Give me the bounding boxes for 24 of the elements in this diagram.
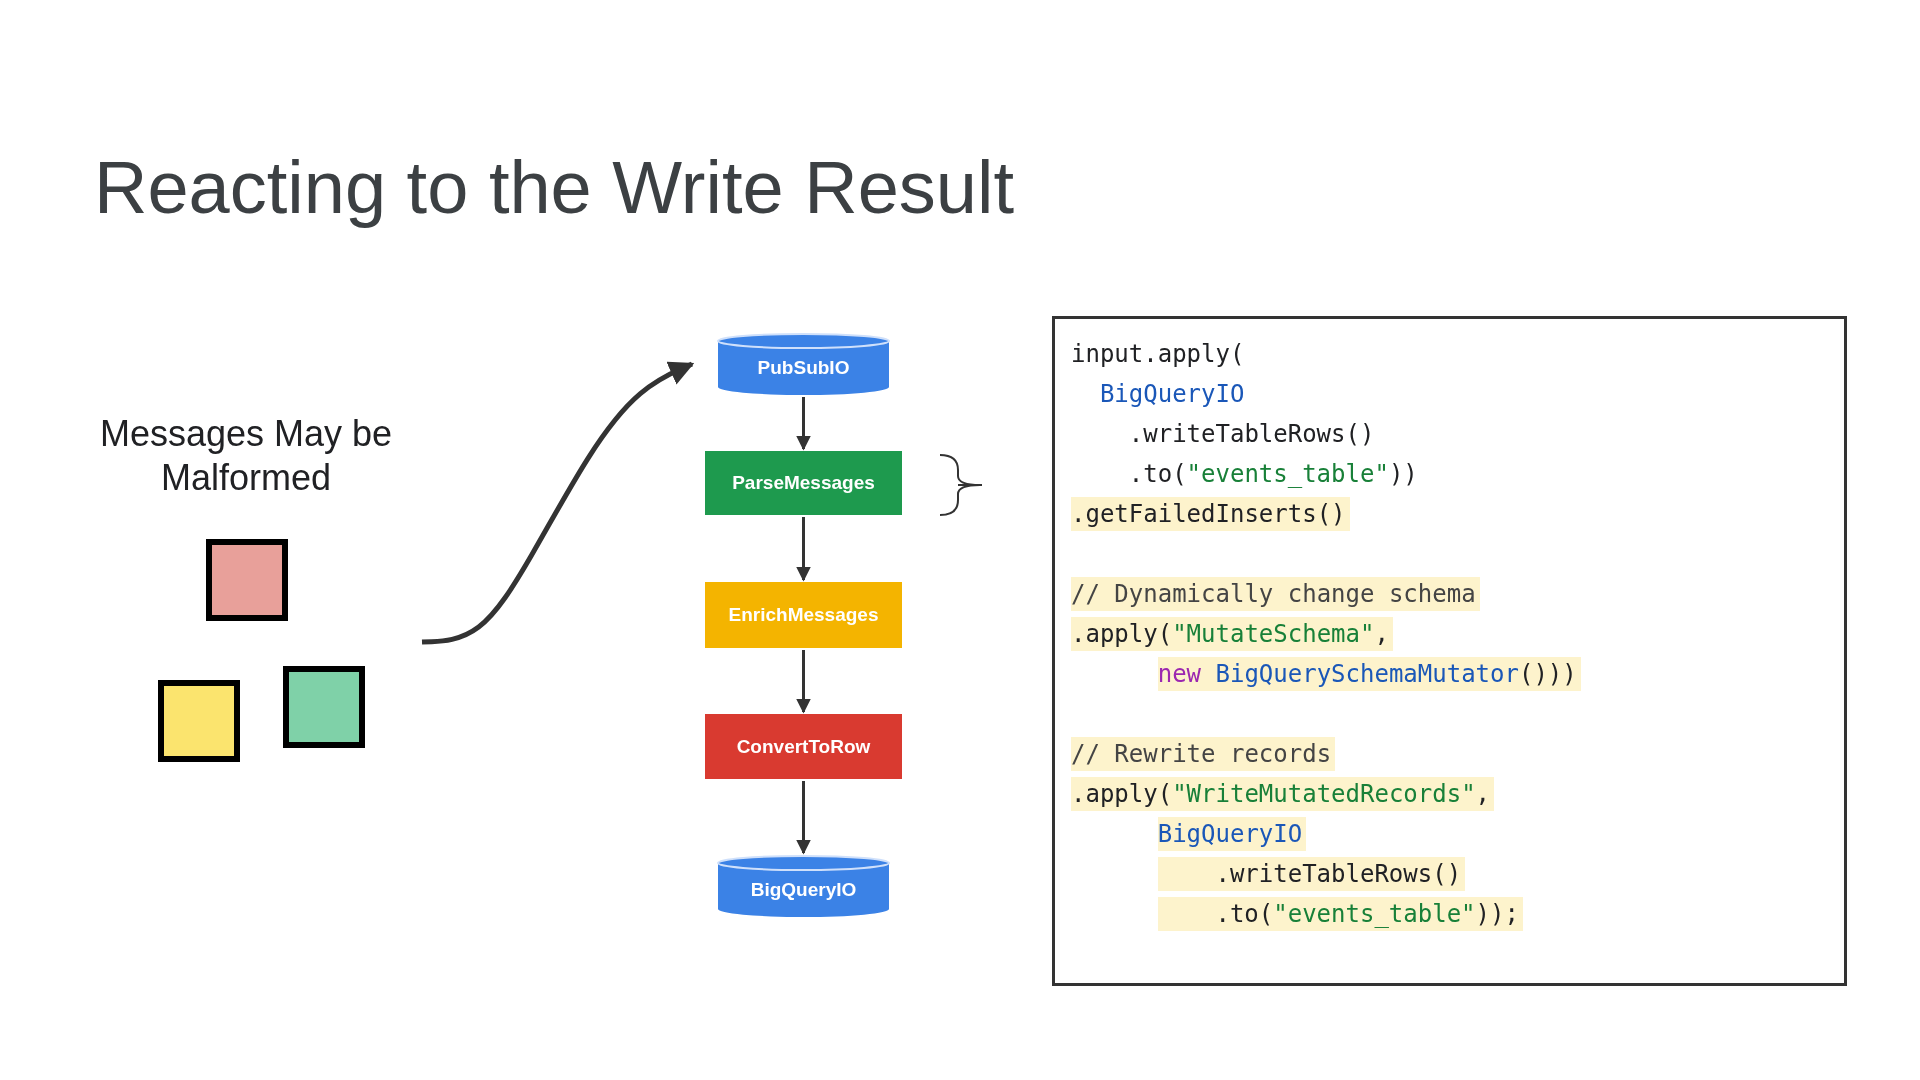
caption-text: Messages May be Malformed (98, 412, 394, 500)
message-square (206, 539, 288, 621)
arrow (796, 397, 811, 451)
message-square (158, 680, 240, 762)
arrow (796, 650, 811, 714)
node-label: EnrichMessages (728, 604, 879, 626)
process-box (705, 451, 902, 515)
message-square (283, 666, 365, 748)
process-box (705, 714, 902, 779)
node-label: ConvertToRow (736, 735, 871, 758)
database-cylinder (717, 855, 890, 917)
code-line: input.apply( (1071, 339, 1246, 370)
arrow (796, 517, 811, 582)
code-line: BigQueryIO (1099, 379, 1246, 410)
code-line: .writeTableRows() (1128, 419, 1376, 450)
slide-title: Reacting to the Write Result (94, 145, 1014, 230)
node-label: PubSubIO (757, 357, 850, 379)
process-box (705, 582, 902, 648)
database-cylinder (717, 333, 890, 395)
code-line: .to("events_table")) (1128, 459, 1419, 490)
node-label: BigQueryIO (750, 879, 857, 901)
arrow (421, 361, 695, 645)
arrow (796, 781, 811, 855)
node-label: ParseMessages (732, 472, 875, 494)
